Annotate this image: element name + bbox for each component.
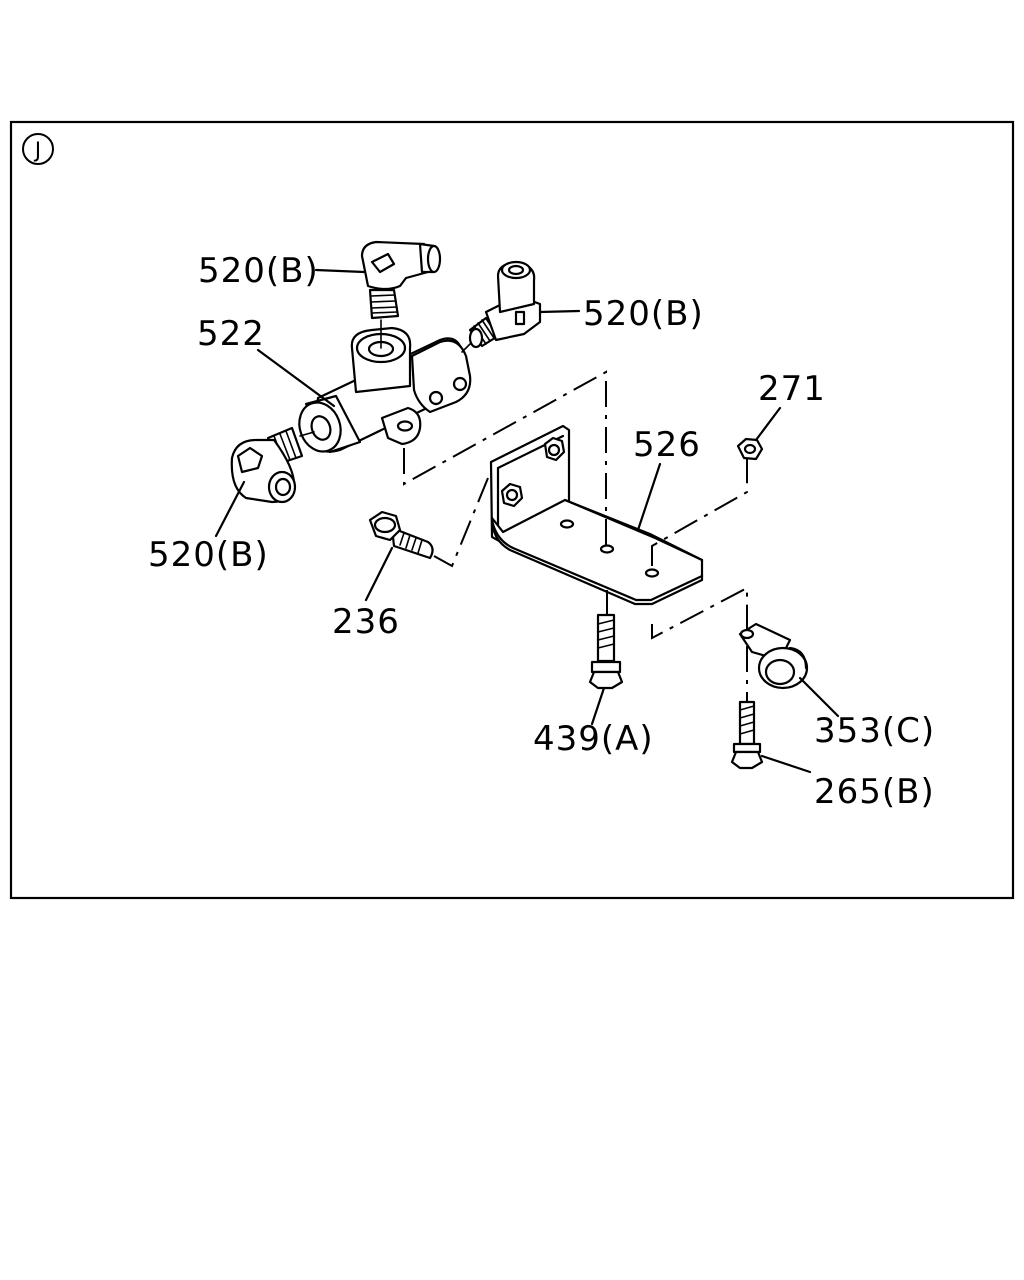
nut-271 <box>736 437 764 461</box>
leader-lines <box>214 268 840 774</box>
callout-valve-body: 522 <box>197 314 265 354</box>
callout-fitting-top: 520(B) <box>198 251 319 291</box>
view-marker-letter: J <box>33 138 41 162</box>
callout-bolt-left: 236 <box>332 602 400 642</box>
assembly-lines <box>299 319 748 702</box>
bolt-236 <box>368 510 434 560</box>
bolt-265b <box>730 700 764 770</box>
callout-clip: 353(C) <box>814 711 935 751</box>
view-marker: J <box>22 133 54 165</box>
bracket-526 <box>489 424 704 606</box>
callout-bracket: 526 <box>633 425 701 465</box>
callout-bolt-clip: 265(B) <box>814 772 935 812</box>
fitting-520b-right <box>468 260 542 349</box>
callout-nut: 271 <box>758 369 826 409</box>
valve-body-522 <box>298 326 472 454</box>
callout-bolt-bottom: 439(A) <box>533 719 654 759</box>
fitting-520b-top <box>360 240 442 320</box>
clip-353c <box>738 622 809 690</box>
callout-fitting-left: 520(B) <box>148 535 269 575</box>
callout-fitting-right: 520(B) <box>583 294 704 334</box>
